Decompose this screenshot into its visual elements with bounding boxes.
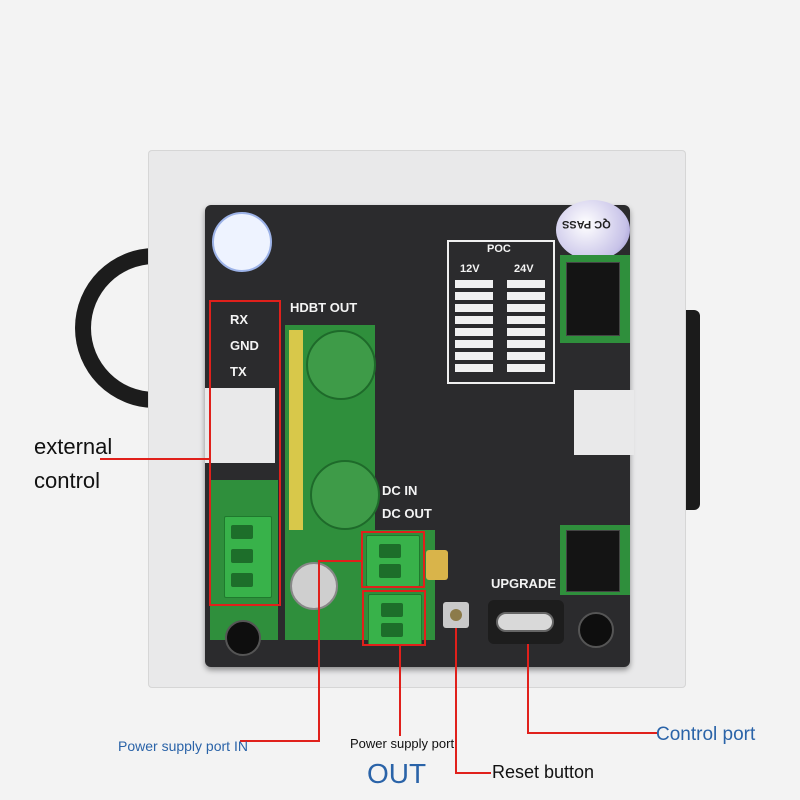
poc-12v-pins [455,280,493,376]
external-control-label-1: external [34,434,113,459]
rx-label: RX [230,312,249,327]
power-out-box [362,590,426,646]
gnd-label: GND [230,338,259,353]
reset-leader-h [455,772,491,774]
qc-pass-sticker: QC PASS [556,200,630,260]
power-out-label-1: Power supply port [350,736,455,751]
upgrade-label: UPGRADE [491,576,557,591]
power-in-leader-v [318,560,320,742]
reset-leader-v [455,628,457,774]
tx-label: TX [230,364,247,379]
poc-24v-pins [507,280,545,376]
jumper-header-bottom [566,530,620,592]
power-in-label: Power supply port IN [118,738,248,754]
power-in-leader-h [318,560,363,562]
power-out-label-2: OUT [367,758,427,789]
sticker-left [212,212,272,272]
fuse-component [290,562,338,610]
hdbt-out-label: HDBT OUT [290,300,358,315]
electrolytic-capacitor [426,550,448,580]
power-in-leader-h2 [240,740,320,742]
control-port-leader-h [527,732,657,734]
left-cutout [205,388,275,463]
qc-pass-text: QC PASS [562,218,611,230]
external-control-terminal [224,516,272,598]
poc-jumper-map [447,240,555,384]
reset-button [443,602,469,628]
capacitor-bottom [310,460,380,530]
power-out-leader [399,646,401,736]
reset-label: Reset button [492,762,595,782]
poc-12v-label: 12V [460,263,480,275]
external-control-leader [100,458,210,460]
control-port-leader-v [527,644,529,734]
power-in-terminal [366,535,420,587]
yellow-strip [289,330,303,530]
poc-24v-label: 24V [514,263,534,275]
power-out-terminal [368,594,422,646]
screw-right [578,612,614,648]
external-control-box [209,300,281,606]
poc-label: POC [487,243,511,255]
poc-jumper-header-top [566,262,620,336]
usb-c-port [488,600,564,644]
external-control-label-2: control [34,468,101,493]
dc-in-label: DC IN [382,483,418,498]
capacitor-top [306,330,376,400]
screw-left [225,620,261,656]
control-port-label: Control port [656,724,756,745]
power-in-box [361,531,425,588]
dc-out-label: DC OUT [382,506,432,521]
right-notch-top [574,390,634,455]
